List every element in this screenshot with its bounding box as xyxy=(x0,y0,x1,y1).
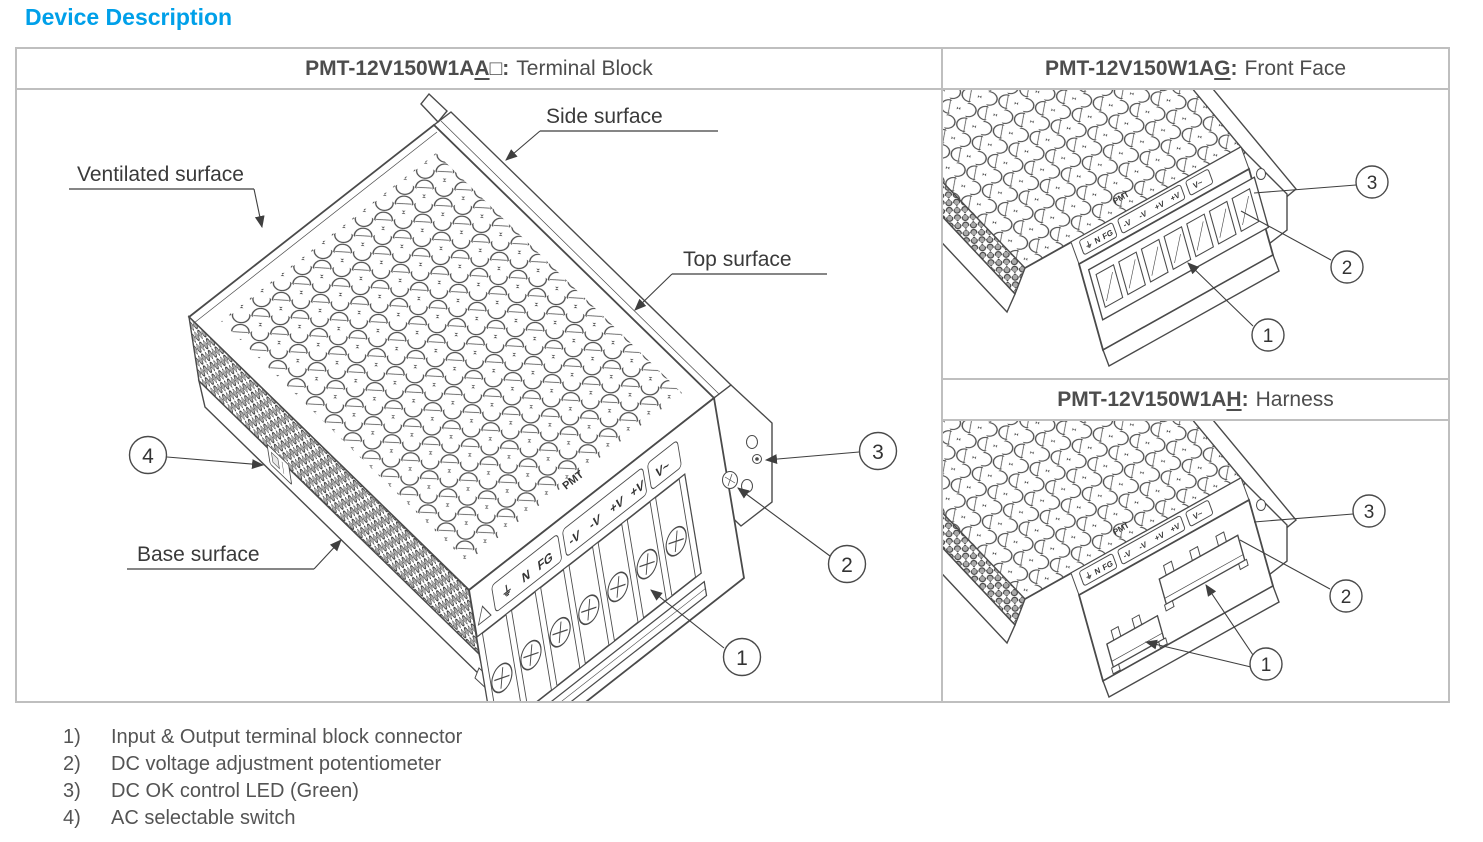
svg-text:⏚: ⏚ xyxy=(1084,239,1094,251)
model-number: PMT-12V150W1AH: xyxy=(1057,387,1249,411)
legend-item-1: 1)Input & Output terminal block connecto… xyxy=(63,726,463,748)
base-edge xyxy=(943,216,1016,314)
top-perforation xyxy=(943,90,1241,268)
strip-markings: ⏚ N FG -V -V +V +V V~ xyxy=(1079,169,1213,255)
svg-text:V~: V~ xyxy=(1192,508,1204,521)
panel-terminal-header: PMT-12V150W1AA□: Terminal Block xyxy=(17,49,941,90)
right-column: PMT-12V150W1AG: Front Face xyxy=(943,49,1448,701)
svg-text:V~: V~ xyxy=(1192,177,1204,190)
terminal-block: ⏚ N FG -V -V +V +V V~ xyxy=(476,441,708,701)
top-perforation xyxy=(221,153,682,562)
svg-text:2: 2 xyxy=(1341,587,1352,608)
model-number: PMT-12V150W1AA□: xyxy=(305,56,510,80)
legend-item-3: 3)DC OK control LED (Green) xyxy=(63,780,359,802)
svg-text:-V: -V xyxy=(1138,208,1149,221)
front-face-drawing-area: ⏚ N FG -V -V +V +V V~ PMT xyxy=(943,90,1448,378)
callout-2 xyxy=(1329,579,1363,613)
mounting-hole xyxy=(1256,168,1266,180)
svg-text:⏚: ⏚ xyxy=(501,579,514,602)
svg-text:3: 3 xyxy=(872,441,884,464)
strip-markings: ⏚ N FG -V -V +V +V V~ xyxy=(1079,500,1213,586)
svg-text:1: 1 xyxy=(736,647,748,670)
svg-text:-V: -V xyxy=(568,526,581,549)
svg-text:4: 4 xyxy=(142,445,154,468)
callout-3 xyxy=(1355,165,1389,199)
connector-tray xyxy=(1087,176,1270,321)
figure-table: PMT-12V150W1AA□: Terminal Block xyxy=(15,47,1450,703)
ventilated-face xyxy=(943,512,1026,627)
panel-caption: Terminal Block xyxy=(516,56,653,80)
legend-list: 1)Input & Output terminal block connecto… xyxy=(63,724,462,832)
ac-switch xyxy=(266,444,292,485)
harness-connectors xyxy=(1106,531,1249,675)
terminal-block-drawing-area: PMT ⏚ xyxy=(17,90,941,701)
mounting-hole xyxy=(741,479,753,493)
svg-text:-V: -V xyxy=(589,510,602,533)
callout-4 xyxy=(128,435,168,475)
svg-text:3: 3 xyxy=(1367,173,1378,194)
svg-text:2: 2 xyxy=(841,554,853,577)
page-title: Device Description xyxy=(25,4,233,30)
legend-item-4: 4)AC selectable switch xyxy=(63,807,296,829)
harness-drawing-area: ⏚ N FG -V -V +V +V V~ PMT xyxy=(943,421,1448,701)
callout-1 xyxy=(1249,647,1283,681)
panel-caption: Front Face xyxy=(1244,56,1347,80)
panel-front-face-header: PMT-12V150W1AG: Front Face xyxy=(943,49,1448,90)
top-perforation xyxy=(943,421,1241,599)
model-number: PMT-12V150W1AG: xyxy=(1044,56,1238,80)
svg-text:N: N xyxy=(1093,234,1101,245)
callout-2 xyxy=(827,544,867,584)
callout-3 xyxy=(858,431,898,471)
svg-text:-V: -V xyxy=(1122,217,1133,230)
svg-text:3: 3 xyxy=(1364,502,1375,523)
panel-harness-header: PMT-12V150W1AH: Harness xyxy=(943,378,1448,421)
svg-text:-V: -V xyxy=(1138,539,1149,552)
base-lip xyxy=(1102,584,1280,699)
wafer-connector-small xyxy=(1106,614,1165,669)
svg-text:N: N xyxy=(1093,565,1101,576)
base-lip xyxy=(1102,253,1280,368)
callout-3 xyxy=(1352,494,1386,528)
terminal-block-drawing: PMT ⏚ xyxy=(69,92,898,701)
ventilated-face xyxy=(943,181,1026,296)
svg-text:1: 1 xyxy=(1263,326,1274,347)
svg-text:N: N xyxy=(521,566,531,587)
callout-1 xyxy=(1251,318,1285,352)
base-edge xyxy=(943,547,1016,645)
side-surface-label: Side surface xyxy=(546,105,663,128)
ventilated-surface-label: Ventilated surface xyxy=(77,163,244,186)
panel-caption: Harness xyxy=(1255,387,1334,411)
svg-text:1: 1 xyxy=(1261,655,1272,676)
harness-drawing: ⏚ N FG -V -V +V +V V~ PMT xyxy=(943,421,1386,699)
legend-item-2: 2)DC voltage adjustment potentiometer xyxy=(63,753,442,775)
wafer-connector-large xyxy=(1158,534,1246,606)
mounting-hole xyxy=(1256,499,1266,511)
svg-text:-V: -V xyxy=(1122,548,1133,561)
warning-triangle-icon xyxy=(477,605,492,627)
callout-2 xyxy=(1330,250,1364,284)
front-face-drawing: ⏚ N FG -V -V +V +V V~ PMT xyxy=(943,90,1389,368)
svg-text:⏚: ⏚ xyxy=(1084,570,1094,582)
flange-tab xyxy=(420,92,448,124)
svg-text:2: 2 xyxy=(1342,258,1353,279)
callout-1 xyxy=(722,637,762,677)
top-surface-label: Top surface xyxy=(683,248,792,271)
base-surface-label: Base surface xyxy=(137,543,260,566)
panel-terminal-block: PMT-12V150W1AA□: Terminal Block xyxy=(17,49,943,701)
mounting-hole xyxy=(746,435,758,449)
